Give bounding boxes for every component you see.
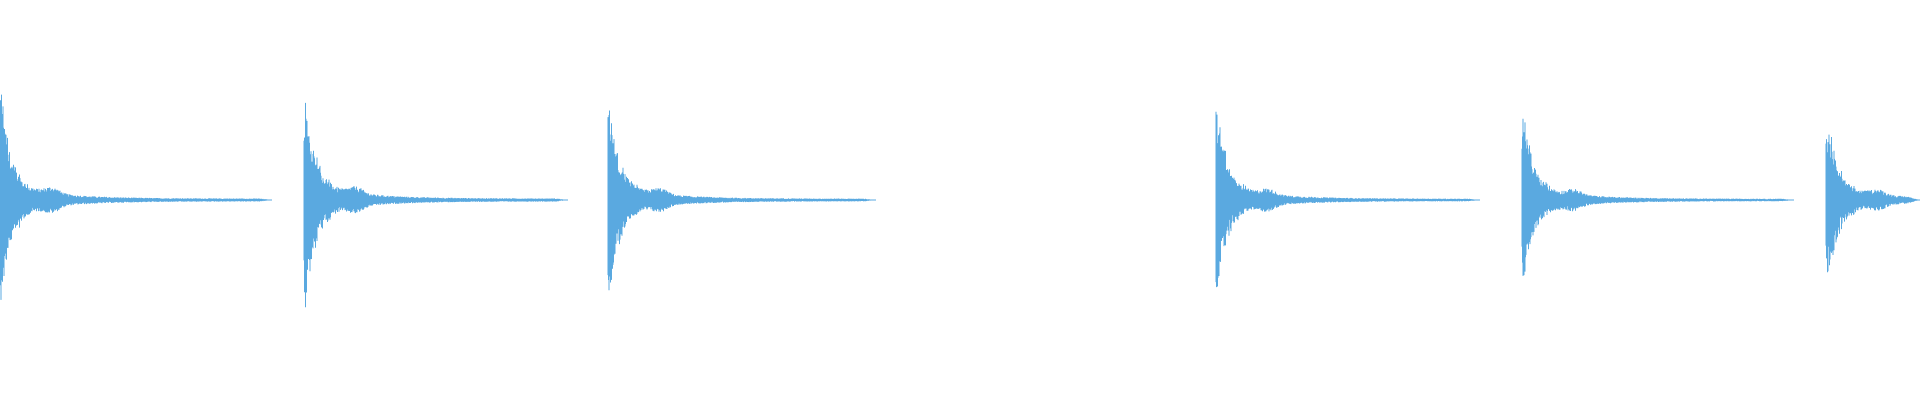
waveform-clip-path bbox=[1521, 118, 1794, 276]
waveform-clip-6[interactable] bbox=[1825, 134, 1920, 273]
waveform-clip-path bbox=[1825, 134, 1920, 273]
waveform-clip-path bbox=[1215, 111, 1480, 288]
waveform-clip-path bbox=[303, 102, 568, 308]
waveform-clip-1[interactable] bbox=[0, 94, 272, 300]
waveform-clip-5[interactable] bbox=[1521, 118, 1794, 276]
waveform-clip-3[interactable] bbox=[607, 110, 876, 291]
waveform-clip-4[interactable] bbox=[1215, 111, 1480, 288]
waveform-clip-path bbox=[0, 94, 272, 300]
waveform-clip-2[interactable] bbox=[303, 102, 568, 308]
